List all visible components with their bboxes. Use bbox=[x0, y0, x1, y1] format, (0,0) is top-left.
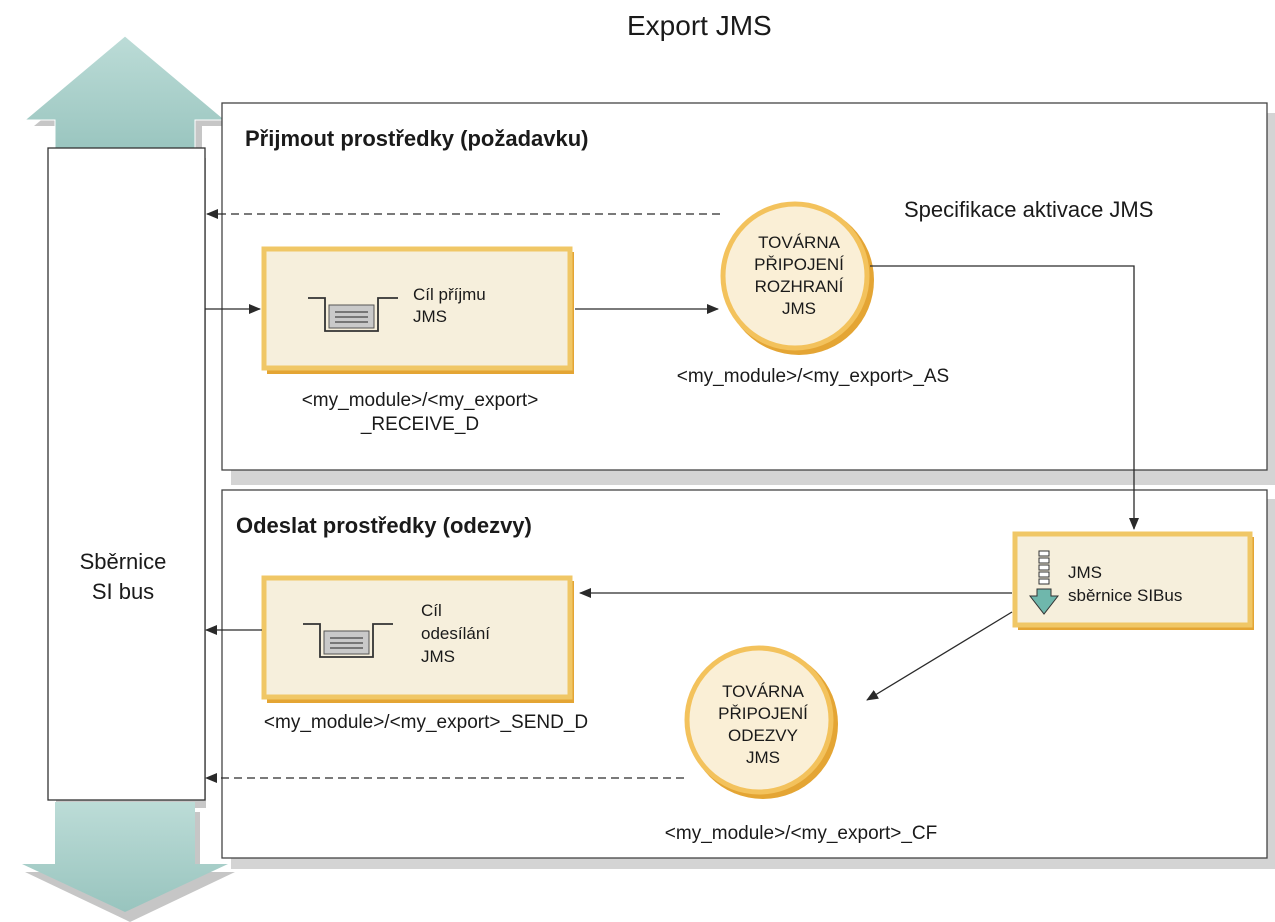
response-section-heading: Odeslat prostředky (odezvy) bbox=[236, 513, 532, 538]
interface-factory-caption: <my_module>/<my_export>_AS bbox=[676, 366, 950, 387]
interface-factory-label-line3: ROZHRANÍ bbox=[754, 277, 844, 296]
activation-spec-label: Specifikace aktivace JMS bbox=[904, 197, 1154, 222]
response-factory-label-line3: ODEZVY bbox=[728, 726, 798, 745]
bus-label-line2: SI bus bbox=[91, 579, 155, 604]
bus-label-line1: Sběrnice bbox=[79, 549, 167, 574]
send-destination-label-line1: Cíl bbox=[421, 601, 442, 620]
diagram-title: Export JMS bbox=[627, 10, 772, 41]
receive-destination-caption-line2: _RECEIVE_D bbox=[360, 414, 480, 435]
response-factory-label-line2: PŘIPOJENÍ bbox=[718, 704, 808, 723]
sibus-to-response-factory-arrow bbox=[866, 611, 1013, 701]
send-destination-label-line3: JMS bbox=[421, 647, 455, 666]
sibus-icon bbox=[1028, 550, 1060, 615]
receive-queue-icon bbox=[308, 297, 398, 332]
receive-destination-label-line1: Cíl příjmu bbox=[413, 285, 486, 304]
interface-factory-label-line1: TOVÁRNA bbox=[758, 233, 840, 252]
send-destination-label-line2: odesílání bbox=[421, 624, 490, 643]
bus-double-arrow bbox=[22, 35, 235, 922]
sibus-label-line1: JMS bbox=[1068, 563, 1102, 582]
response-factory-label-line1: TOVÁRNA bbox=[722, 682, 804, 701]
sibus-box bbox=[1012, 531, 1254, 630]
receive-destination-label-line2: JMS bbox=[413, 307, 447, 326]
interface-factory-label-line2: PŘIPOJENÍ bbox=[754, 255, 844, 274]
factory-to-sibus-arrow bbox=[870, 265, 1139, 530]
response-factory-caption: <my_module>/<my_export>_CF bbox=[664, 823, 938, 844]
send-destination-box bbox=[261, 575, 574, 703]
response-factory-circle bbox=[684, 645, 838, 799]
response-factory-label-line4: JMS bbox=[746, 748, 780, 767]
receive-destination-box bbox=[261, 246, 574, 374]
interface-factory-circle bbox=[720, 201, 874, 355]
receive-destination-caption-line1: <my_module>/<my_export> bbox=[301, 390, 539, 411]
send-destination-caption: <my_module>/<my_export>_SEND_D bbox=[263, 712, 589, 733]
request-section-heading: Přijmout prostředky (požadavku) bbox=[245, 126, 589, 151]
interface-factory-label-line4: JMS bbox=[782, 299, 816, 318]
send-queue-icon bbox=[303, 623, 393, 658]
sibus-label-line2: sběrnice SIBus bbox=[1068, 586, 1183, 605]
